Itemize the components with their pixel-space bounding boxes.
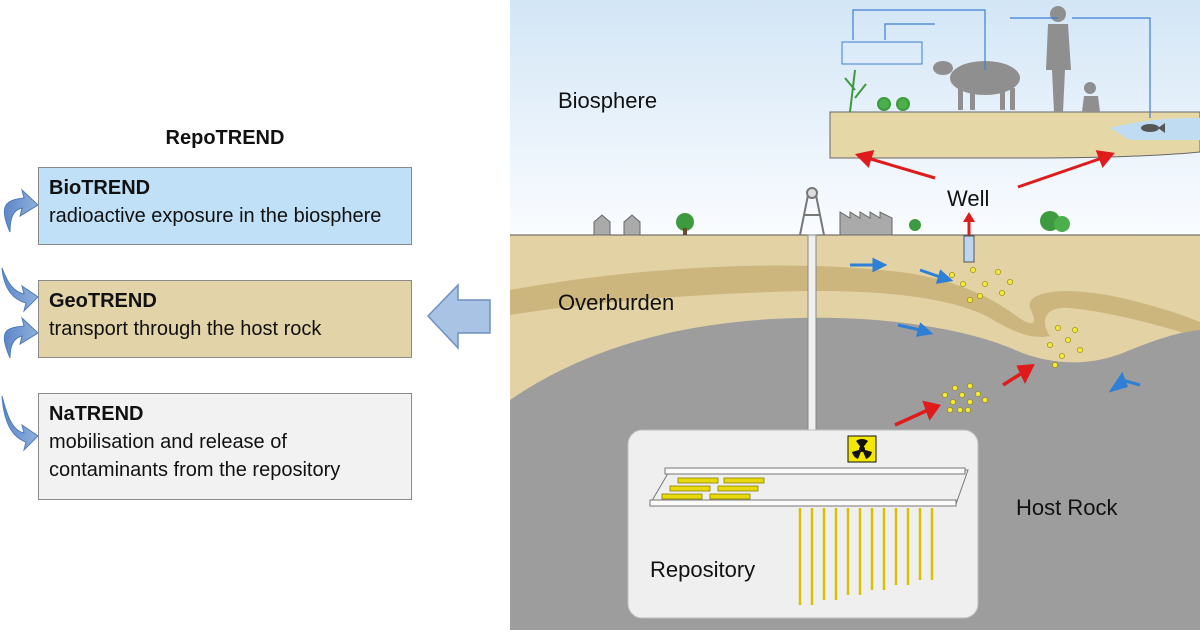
box-description: transport through the host rock [49,318,322,340]
shaft [807,234,817,461]
borehole-canisters [798,508,934,605]
migration-arrow-icon [894,364,1035,427]
contaminant-plume [942,267,1083,413]
box-description: mobilisation and release of contaminants… [49,431,341,481]
radiation-warning-icon [847,435,877,463]
geotrend-box: GeoTREND transport through the host rock [38,280,412,358]
repotrend-panel: RepoTREND BioTREND radioactive exposure … [0,0,510,630]
layer-boundary [510,265,1200,338]
box-title: BioTREND [49,177,151,199]
panel-heading: RepoTREND [165,127,285,149]
biotrend-box: BioTREND radioactive exposure in the bio… [38,167,412,245]
waste-canisters [661,477,765,500]
repository-box [627,429,979,619]
repository-scene: Biosphere Overburden Well Host Rock Repo… [510,0,1200,630]
repository-galleries [649,467,969,507]
well-icon [963,235,975,263]
label-biosphere: Biosphere [558,88,657,113]
label-host-rock: Host Rock [1016,495,1118,520]
box-title: NaTREND [49,403,144,425]
box-title: GeoTREND [49,290,157,312]
fish-icon [1141,123,1165,133]
groundwater-arrow-icon [850,257,1141,393]
house-icon [593,214,641,236]
curved-arrow-icon [3,316,39,359]
plant-icon [844,69,910,113]
tree-icon [676,211,1070,235]
natrend-box: NaTREND mobilisation and release of cont… [38,393,412,500]
curved-arrow-icon [3,188,39,233]
curved-arrow-icon [1,267,39,313]
cow-icon [933,61,1020,110]
biosphere-inset [829,6,1200,189]
child-icon [1082,82,1100,112]
label-repository: Repository [650,557,755,582]
label-overburden: Overburden [558,290,674,315]
rain-icon [841,41,923,65]
factory-icon [839,211,893,236]
headframe-icon [799,187,825,236]
label-well: Well [947,186,989,211]
curved-arrow-icon [1,395,39,452]
panel-arrows [1,188,491,452]
big-left-arrow-icon [426,283,491,350]
box-description: radioactive exposure in the biosphere [49,205,382,227]
